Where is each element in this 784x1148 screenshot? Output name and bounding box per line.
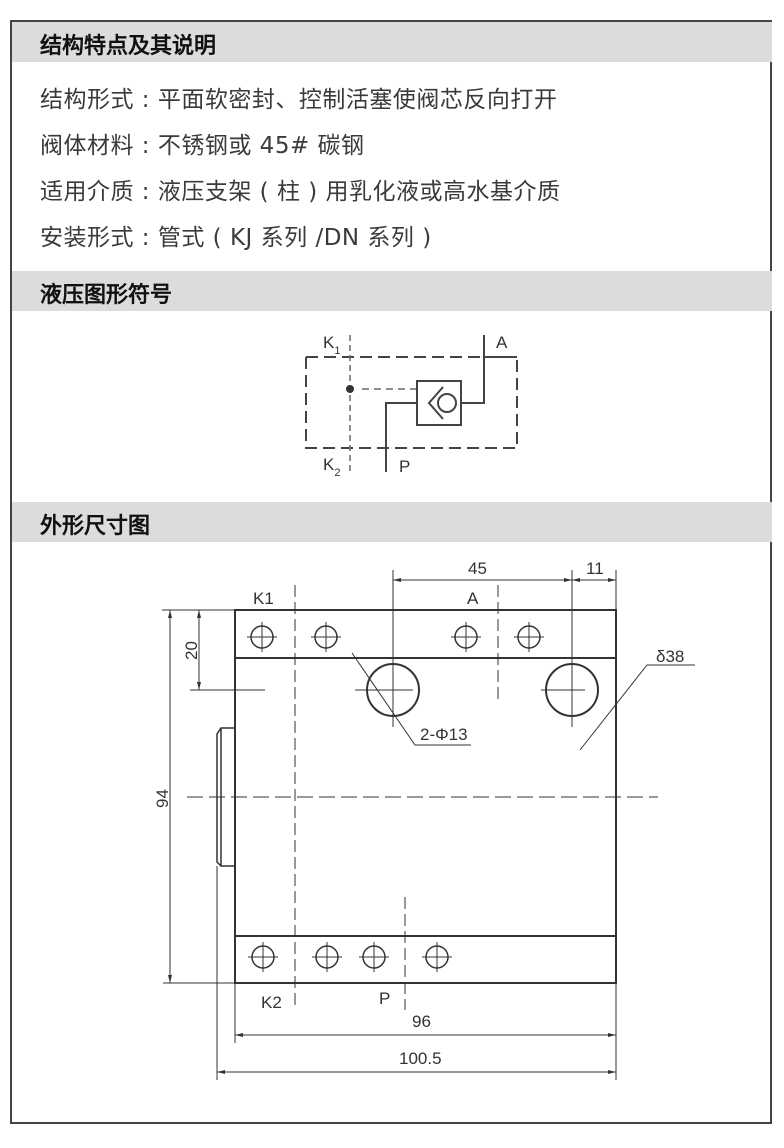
section-header-structure: 结构特点及其说明 (12, 22, 772, 62)
spec-medium: 适用介质 : 液压支架 ( 柱 ) 用乳化液或高水基介质 (40, 179, 561, 205)
label-k1: K1 (323, 333, 340, 357)
label-k1: K1 (253, 589, 274, 608)
section-header-symbol: 液压图形符号 (12, 271, 772, 311)
hole-crosshairs (247, 622, 544, 972)
label-a: A (496, 333, 508, 352)
thickness-note: δ38 (656, 647, 684, 666)
port-p-line (385, 402, 417, 472)
dim-96: 96 (412, 1012, 431, 1031)
spec-body-material: 阀体材料 : 不锈钢或 45# 碳钢 (40, 133, 365, 159)
center-lines (187, 585, 658, 1010)
section-title: 外形尺寸图 (40, 514, 151, 539)
port-a-line (461, 335, 485, 404)
junction-dot (346, 385, 354, 393)
dimension-lines (162, 570, 695, 1080)
dim-20: 20 (182, 641, 201, 660)
dim-11: 11 (586, 559, 604, 578)
arrowheads (168, 578, 616, 1074)
dim-100-5: 100.5 (399, 1049, 442, 1068)
spec-structure-form: 结构形式 : 平面软密封、控制活塞使阀芯反向打开 (40, 87, 558, 113)
section-title: 结构特点及其说明 (40, 34, 217, 59)
section-header-dimensions: 外形尺寸图 (12, 502, 772, 542)
dim-45: 45 (468, 559, 487, 578)
document-frame (10, 20, 772, 1124)
section-title: 液压图形符号 (40, 283, 173, 308)
label-a: A (467, 589, 479, 608)
spec-mounting: 安装形式 : 管式 ( KJ 系列 /DN 系列 ) (40, 225, 432, 251)
check-valve-seat (427, 386, 444, 420)
label-p: P (399, 457, 410, 476)
valve-body (234, 609, 617, 984)
check-valve-ball (437, 393, 457, 413)
label-p: P (379, 989, 390, 1008)
label-k2: K2 (261, 993, 282, 1012)
label-k2: K2 (323, 455, 340, 479)
dim-94: 94 (153, 789, 172, 808)
holes-note: 2-Φ13 (420, 725, 468, 744)
